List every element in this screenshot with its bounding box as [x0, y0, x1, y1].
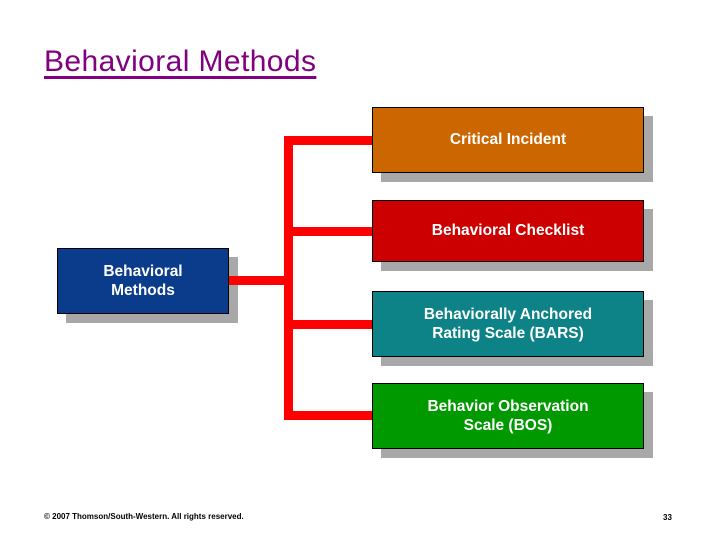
connector-branch-bars [284, 320, 373, 329]
page-title: Behavioral Methods [44, 45, 317, 78]
root-node-label: Behavioral Methods [103, 262, 182, 301]
connector-branch-behavioral-checklist [284, 227, 373, 236]
node-label-bars-line1: Behaviorally Anchored [423, 305, 593, 323]
node-label-bos-line1: Behavior Observation [427, 397, 589, 415]
root-node-behavioral-methods[interactable]: Behavioral Methods [57, 248, 229, 314]
root-node-label-line1: Behavioral [103, 262, 183, 280]
node-behavioral-checklist[interactable]: Behavioral Checklist [372, 200, 644, 262]
connector-branch-critical-incident [284, 136, 373, 145]
node-label-bars: Behaviorally Anchored Rating Scale (BARS… [424, 305, 592, 344]
node-label-bos: Behavior Observation Scale (BOS) [427, 397, 588, 436]
node-label-bars-line2: Rating Scale (BARS) [432, 325, 584, 342]
footer-page-number: 33 [663, 513, 672, 522]
node-label-behavioral-checklist: Behavioral Checklist [432, 221, 584, 240]
root-node-label-line2: Methods [111, 282, 175, 299]
node-critical-incident[interactable]: Critical Incident [372, 107, 644, 173]
connector-root-stub [228, 276, 287, 285]
node-label-bos-line2: Scale (BOS) [463, 417, 553, 434]
node-label-critical-incident: Critical Incident [450, 130, 566, 149]
node-label-behavioral-checklist-line1: Behavioral Checklist [431, 222, 585, 240]
node-label-critical-incident-line1: Critical Incident [449, 131, 567, 149]
footer-copyright: © 2007 Thomson/South-Western. All rights… [44, 512, 244, 521]
connector-branch-bos [284, 411, 373, 420]
node-bars[interactable]: Behaviorally Anchored Rating Scale (BARS… [372, 291, 644, 357]
connector-vertical-trunk [284, 136, 293, 420]
node-bos[interactable]: Behavior Observation Scale (BOS) [372, 383, 644, 449]
